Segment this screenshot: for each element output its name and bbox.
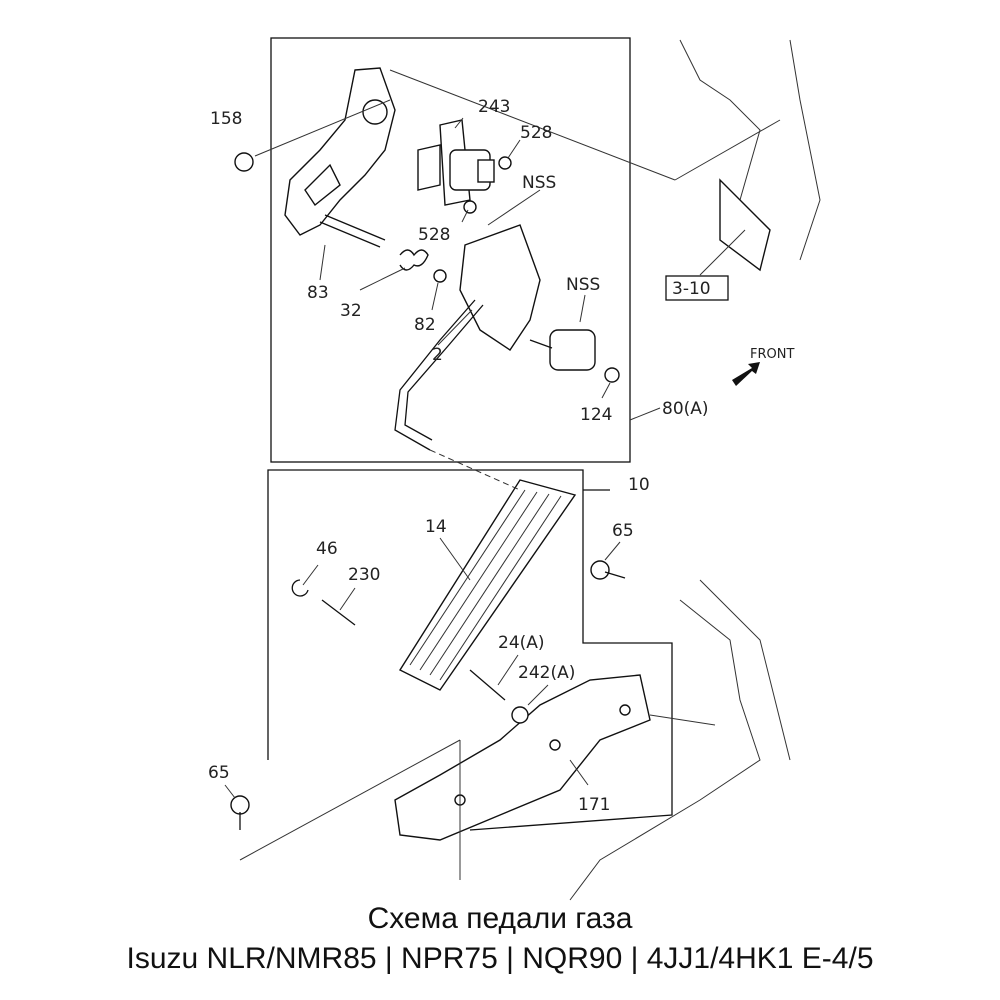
pedal-pad [398, 479, 577, 691]
nut-528 [463, 200, 477, 214]
label-14: 14 [425, 517, 447, 537]
bracket-plate [284, 67, 396, 236]
label-528: 528 [520, 123, 552, 143]
label-83: 83 [307, 283, 329, 303]
damper [549, 329, 596, 371]
upper-assembly-frame [270, 37, 631, 463]
nut-528 [498, 156, 512, 170]
pedal-arm-rod [394, 299, 484, 451]
caption-title: Схема педали газа [367, 902, 633, 935]
label-243: 243 [478, 97, 510, 117]
label-46: 46 [316, 539, 338, 559]
bolt-65 [230, 795, 250, 830]
label-82: 82 [414, 315, 436, 335]
ref-box-3-10 [665, 275, 729, 301]
label-24a: 24(A) [498, 633, 545, 653]
front-arrow-icon [732, 362, 760, 386]
clip-46 [291, 579, 309, 597]
label-2: 2 [432, 345, 443, 365]
floor-outline [569, 579, 791, 901]
pedal-sensor [417, 119, 495, 206]
label-65: 65 [612, 521, 634, 541]
damper-stem [529, 339, 553, 349]
label-3-10: 3-10 [672, 279, 711, 299]
cab-mount [719, 178, 771, 272]
pedal-arm-bracket [459, 224, 541, 351]
label-171: 171 [578, 795, 610, 815]
label-65: 65 [208, 763, 230, 783]
label-32: 32 [340, 301, 362, 321]
nut-82 [433, 269, 447, 283]
label-10: 10 [628, 475, 650, 495]
nut-242a [511, 706, 529, 724]
caption-subtitle: Isuzu NLR/NMR85 | NPR75 | NQR90 | 4JJ1/4… [126, 942, 874, 975]
leader-lines [224, 69, 781, 880]
label-230: 230 [348, 565, 380, 585]
label-front: FRONT [750, 347, 794, 362]
pin-230 [321, 599, 356, 626]
pedal-shaft [319, 214, 386, 248]
label-124: 124 [580, 405, 612, 425]
spring [399, 249, 429, 271]
lower-assembly-frame [267, 469, 673, 831]
assembly-dashed-line [429, 449, 521, 491]
nut-124 [604, 367, 620, 383]
label-242a: 242(A) [518, 663, 575, 683]
pedal-base-bracket [394, 674, 651, 841]
bolt-65 [590, 560, 626, 580]
label-nss: NSS [566, 275, 600, 295]
label-80a: 80(A) [662, 399, 709, 419]
label-528: 528 [418, 225, 450, 245]
label-nss: NSS [522, 173, 556, 193]
label-158: 158 [210, 109, 242, 129]
bolt-24a [469, 669, 506, 701]
nut-158 [234, 152, 254, 172]
